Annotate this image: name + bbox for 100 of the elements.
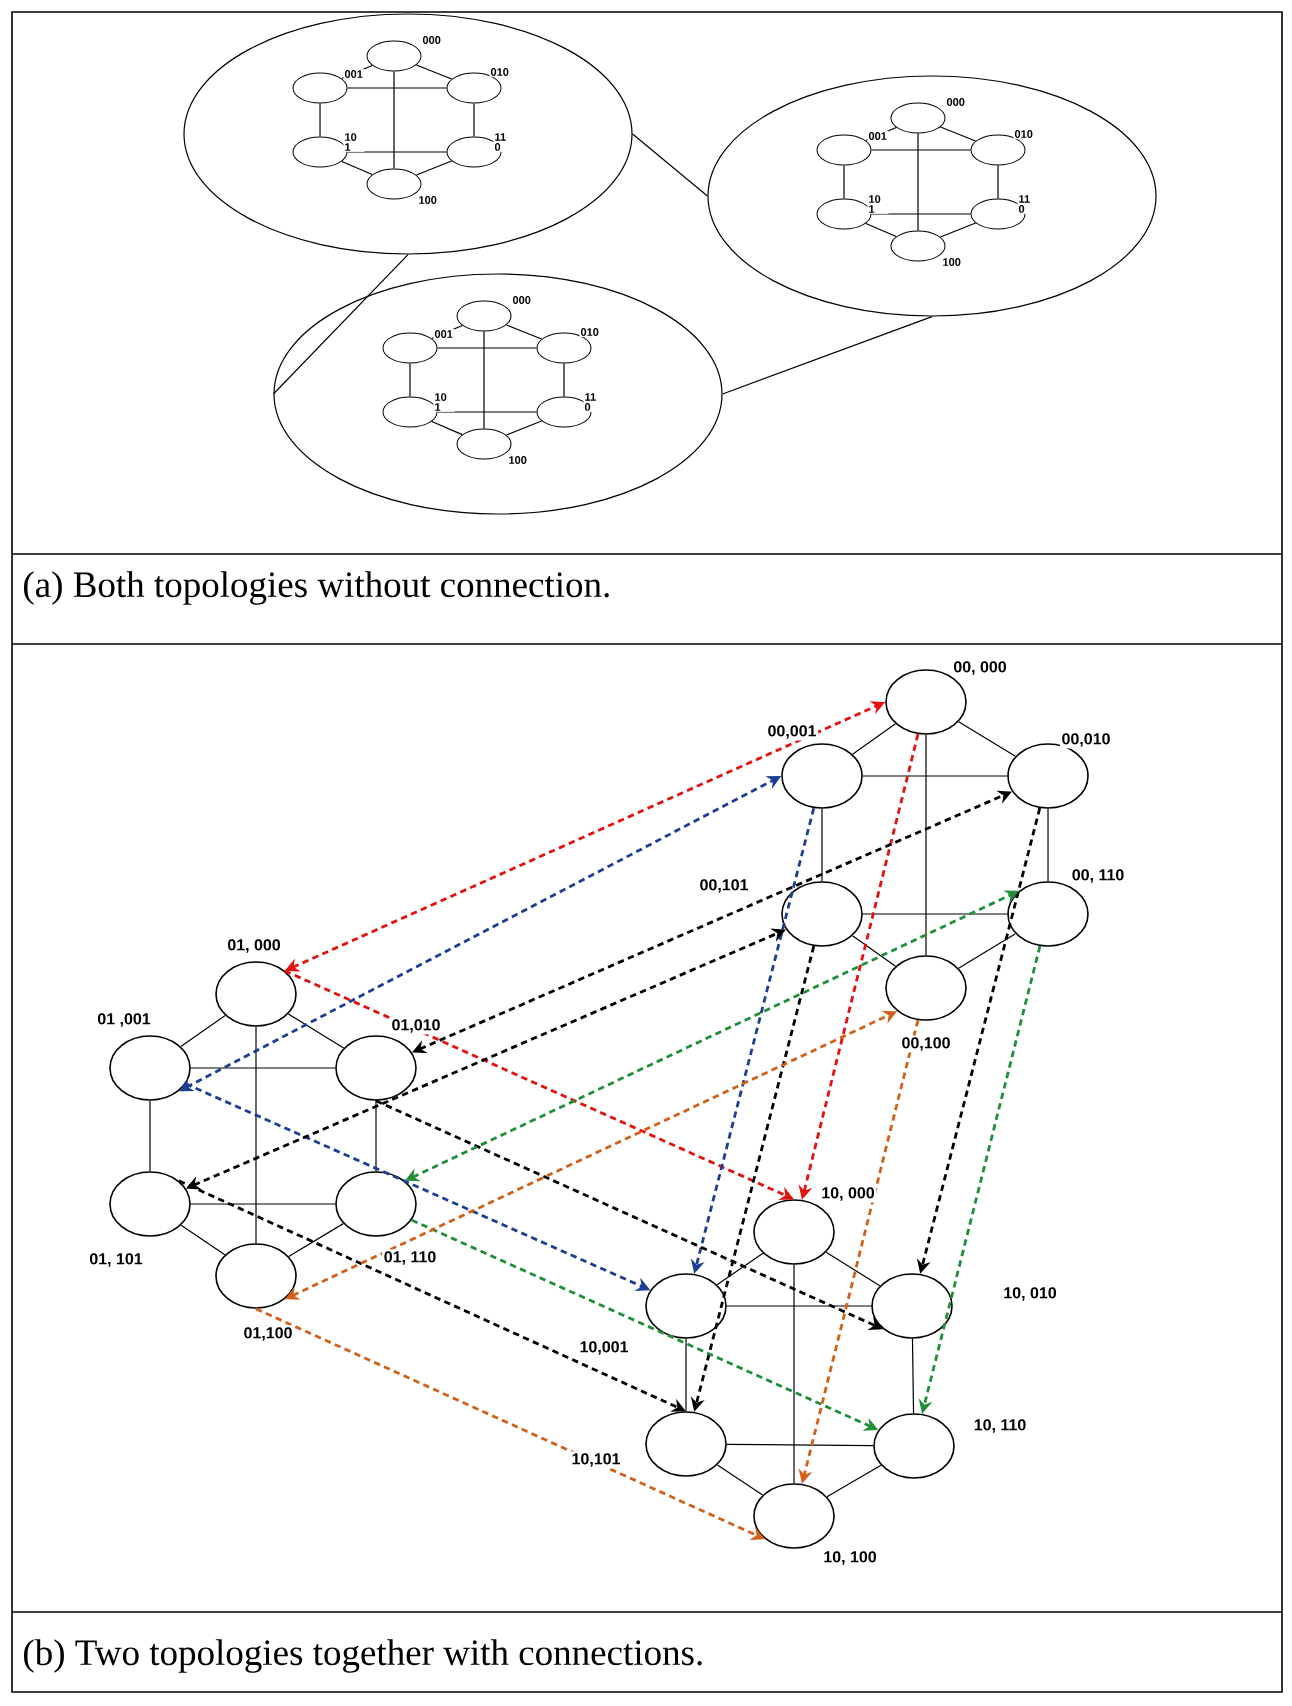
node-label: 10,101 <box>569 1451 623 1469</box>
node-label: 01, 101 <box>87 1251 145 1269</box>
node-label: 01,100 <box>241 1325 295 1343</box>
link-line <box>726 1443 874 1447</box>
node-ellipse <box>366 168 422 200</box>
link-line <box>716 1464 764 1496</box>
link-line <box>180 1014 226 1048</box>
node-ellipse <box>456 300 512 332</box>
link-line <box>190 1203 336 1205</box>
node-ellipse <box>871 1273 953 1339</box>
link-line <box>716 1252 764 1286</box>
link-line <box>870 149 972 151</box>
node-ellipse <box>890 230 946 262</box>
caption: (b) Two topologies together with connections. <box>24 1639 702 1673</box>
link-line <box>862 913 1008 915</box>
node-label: 01 ,001 <box>95 1011 153 1029</box>
link-line <box>911 1338 915 1414</box>
link-line <box>843 164 845 200</box>
link-line <box>288 1223 344 1257</box>
node-ellipse <box>109 1171 191 1237</box>
node-ellipse <box>816 134 872 166</box>
link-line <box>821 808 823 882</box>
link-line <box>180 1224 226 1256</box>
link-line <box>862 775 1008 777</box>
link-line <box>409 362 411 398</box>
node-ellipse <box>215 1243 297 1309</box>
link-line <box>1047 808 1049 882</box>
node-label: 10, 110 <box>972 1417 1028 1435</box>
node-ellipse <box>446 72 502 104</box>
link-line <box>319 102 321 138</box>
link-line <box>793 1264 795 1484</box>
node-label: 10, 000 <box>819 1185 877 1203</box>
node-ellipse <box>873 1413 955 1479</box>
node-ellipse <box>536 332 592 364</box>
link-line <box>436 411 538 413</box>
link-line <box>939 222 977 238</box>
node-ellipse <box>215 961 297 1027</box>
node-ellipse <box>292 72 348 104</box>
node-label: 00,101 <box>697 877 751 895</box>
node-label: 00, 000 <box>951 659 1009 677</box>
link-line <box>473 102 475 138</box>
node-ellipse <box>366 40 422 72</box>
link-line <box>393 70 395 170</box>
node-ellipse <box>335 1171 417 1237</box>
node-label: 00,001 <box>765 723 819 741</box>
link-line <box>287 1013 345 1049</box>
node-ellipse <box>885 955 967 1021</box>
node-label: 01,010 <box>389 1017 443 1035</box>
link-line <box>685 1338 687 1412</box>
link-line <box>190 1067 336 1069</box>
link-line <box>415 160 453 176</box>
link-line <box>851 935 897 967</box>
link-line <box>431 420 463 436</box>
node-ellipse <box>753 1483 835 1549</box>
link-line <box>346 87 448 89</box>
node-label: 01, 110 <box>382 1249 438 1267</box>
node-ellipse <box>890 102 946 134</box>
link-line <box>505 324 543 340</box>
link-line <box>255 1026 257 1244</box>
link-line <box>726 1305 872 1307</box>
link-line <box>825 1251 881 1287</box>
link-line <box>917 132 919 232</box>
node-label: 00, 110 <box>1070 867 1126 885</box>
node-label: 01, 000 <box>225 937 283 955</box>
node-ellipse <box>1007 881 1089 947</box>
node-label: 00,100 <box>899 1035 953 1053</box>
link-line <box>415 64 453 80</box>
link-line <box>997 164 999 200</box>
link-line <box>958 721 1017 757</box>
node-ellipse <box>970 134 1026 166</box>
link-line <box>826 1464 882 1498</box>
link-line <box>149 1100 151 1172</box>
node-ellipse <box>456 428 512 460</box>
link-line <box>632 133 708 197</box>
link-line <box>505 420 543 436</box>
node-ellipse <box>645 1411 727 1477</box>
node-label: 10,001 <box>577 1339 631 1357</box>
link-line <box>865 222 897 238</box>
link-line <box>925 734 927 956</box>
link-line <box>939 126 977 142</box>
link-line <box>436 347 538 349</box>
node-ellipse <box>781 881 863 947</box>
link-line <box>563 362 565 398</box>
node-ellipse <box>753 1199 835 1265</box>
link-line <box>483 330 485 430</box>
link-line <box>722 316 933 395</box>
link-line <box>346 151 448 153</box>
node-label: 00,010 <box>1059 731 1113 749</box>
node-ellipse <box>1007 743 1089 809</box>
node-ellipse <box>382 332 438 364</box>
node-ellipse <box>645 1273 727 1339</box>
link-line <box>958 933 1017 969</box>
link-line <box>870 213 972 215</box>
node-ellipse <box>335 1035 417 1101</box>
link-line <box>341 160 373 176</box>
node-label: 10, 010 <box>1001 1285 1059 1303</box>
node-label: 10, 100 <box>821 1549 879 1567</box>
caption: (a) Both topologies without connection. <box>24 571 609 605</box>
node-ellipse <box>109 1035 191 1101</box>
link-line <box>375 1100 377 1172</box>
